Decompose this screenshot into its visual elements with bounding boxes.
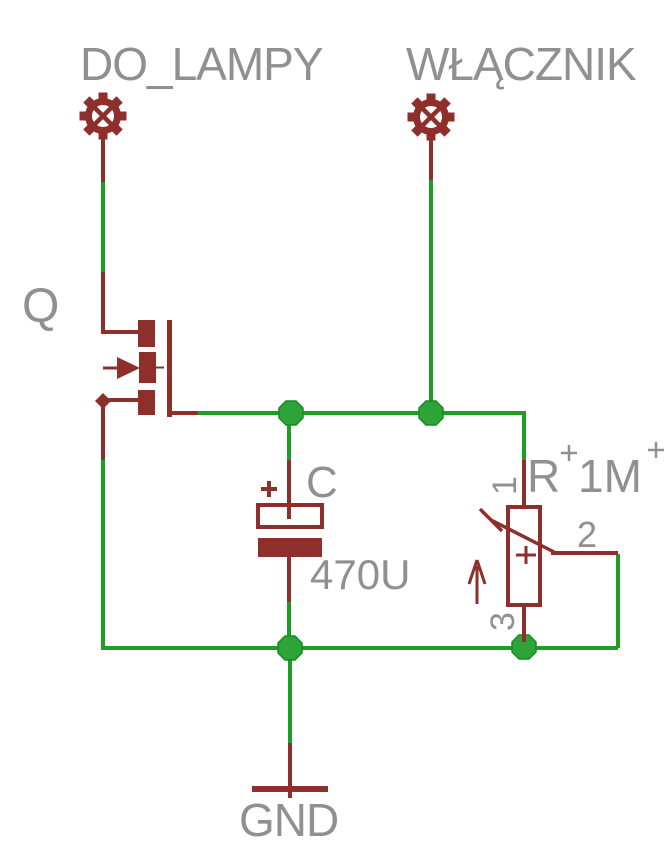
capacitor-symbol <box>256 460 324 602</box>
junction-dot <box>277 635 303 661</box>
origin-cross-icon <box>561 445 577 461</box>
gnd-symbol-icon <box>252 743 328 798</box>
wiper-arrow-icon <box>478 507 618 555</box>
junction-dot <box>278 400 304 426</box>
connector-pad-do-lampy-icon <box>79 92 127 140</box>
mosfet-drain-bar <box>138 320 155 347</box>
mosfet-source-bar <box>138 390 155 415</box>
connector-pad-wlacznik-icon <box>407 93 455 141</box>
capacitor-value: 470U <box>310 551 410 598</box>
net-label-wlacznik: WŁĄCZNIK <box>406 38 637 90</box>
capacitor-top-plate <box>256 503 324 529</box>
pot-value: 1M <box>578 450 642 502</box>
gnd-label: GND <box>239 794 338 846</box>
mosfet-gate-bar <box>167 320 172 417</box>
pot-pin2-label: 2 <box>577 514 597 555</box>
mosfet-bulk-arrow-icon <box>117 357 140 379</box>
pot-pin3-label: 3 <box>484 612 522 631</box>
capacitor-plus-icon <box>261 481 277 497</box>
mosfet-refdes: Q <box>22 280 59 333</box>
junction-dot <box>418 400 444 426</box>
net-label-do-lampy: DO_LAMPY <box>80 38 323 90</box>
adjust-arrow-icon <box>467 559 487 604</box>
potentiometer-symbol <box>467 460 618 642</box>
capacitor-refdes: C <box>306 458 338 507</box>
mosfet-symbol <box>95 272 198 460</box>
capacitor-bottom-plate <box>258 538 322 557</box>
pot-pin1-label: 1 <box>486 476 524 495</box>
mosfet-body-bar <box>139 352 156 383</box>
origin-cross-icon <box>648 442 664 458</box>
pot-refdes: R <box>527 450 560 502</box>
